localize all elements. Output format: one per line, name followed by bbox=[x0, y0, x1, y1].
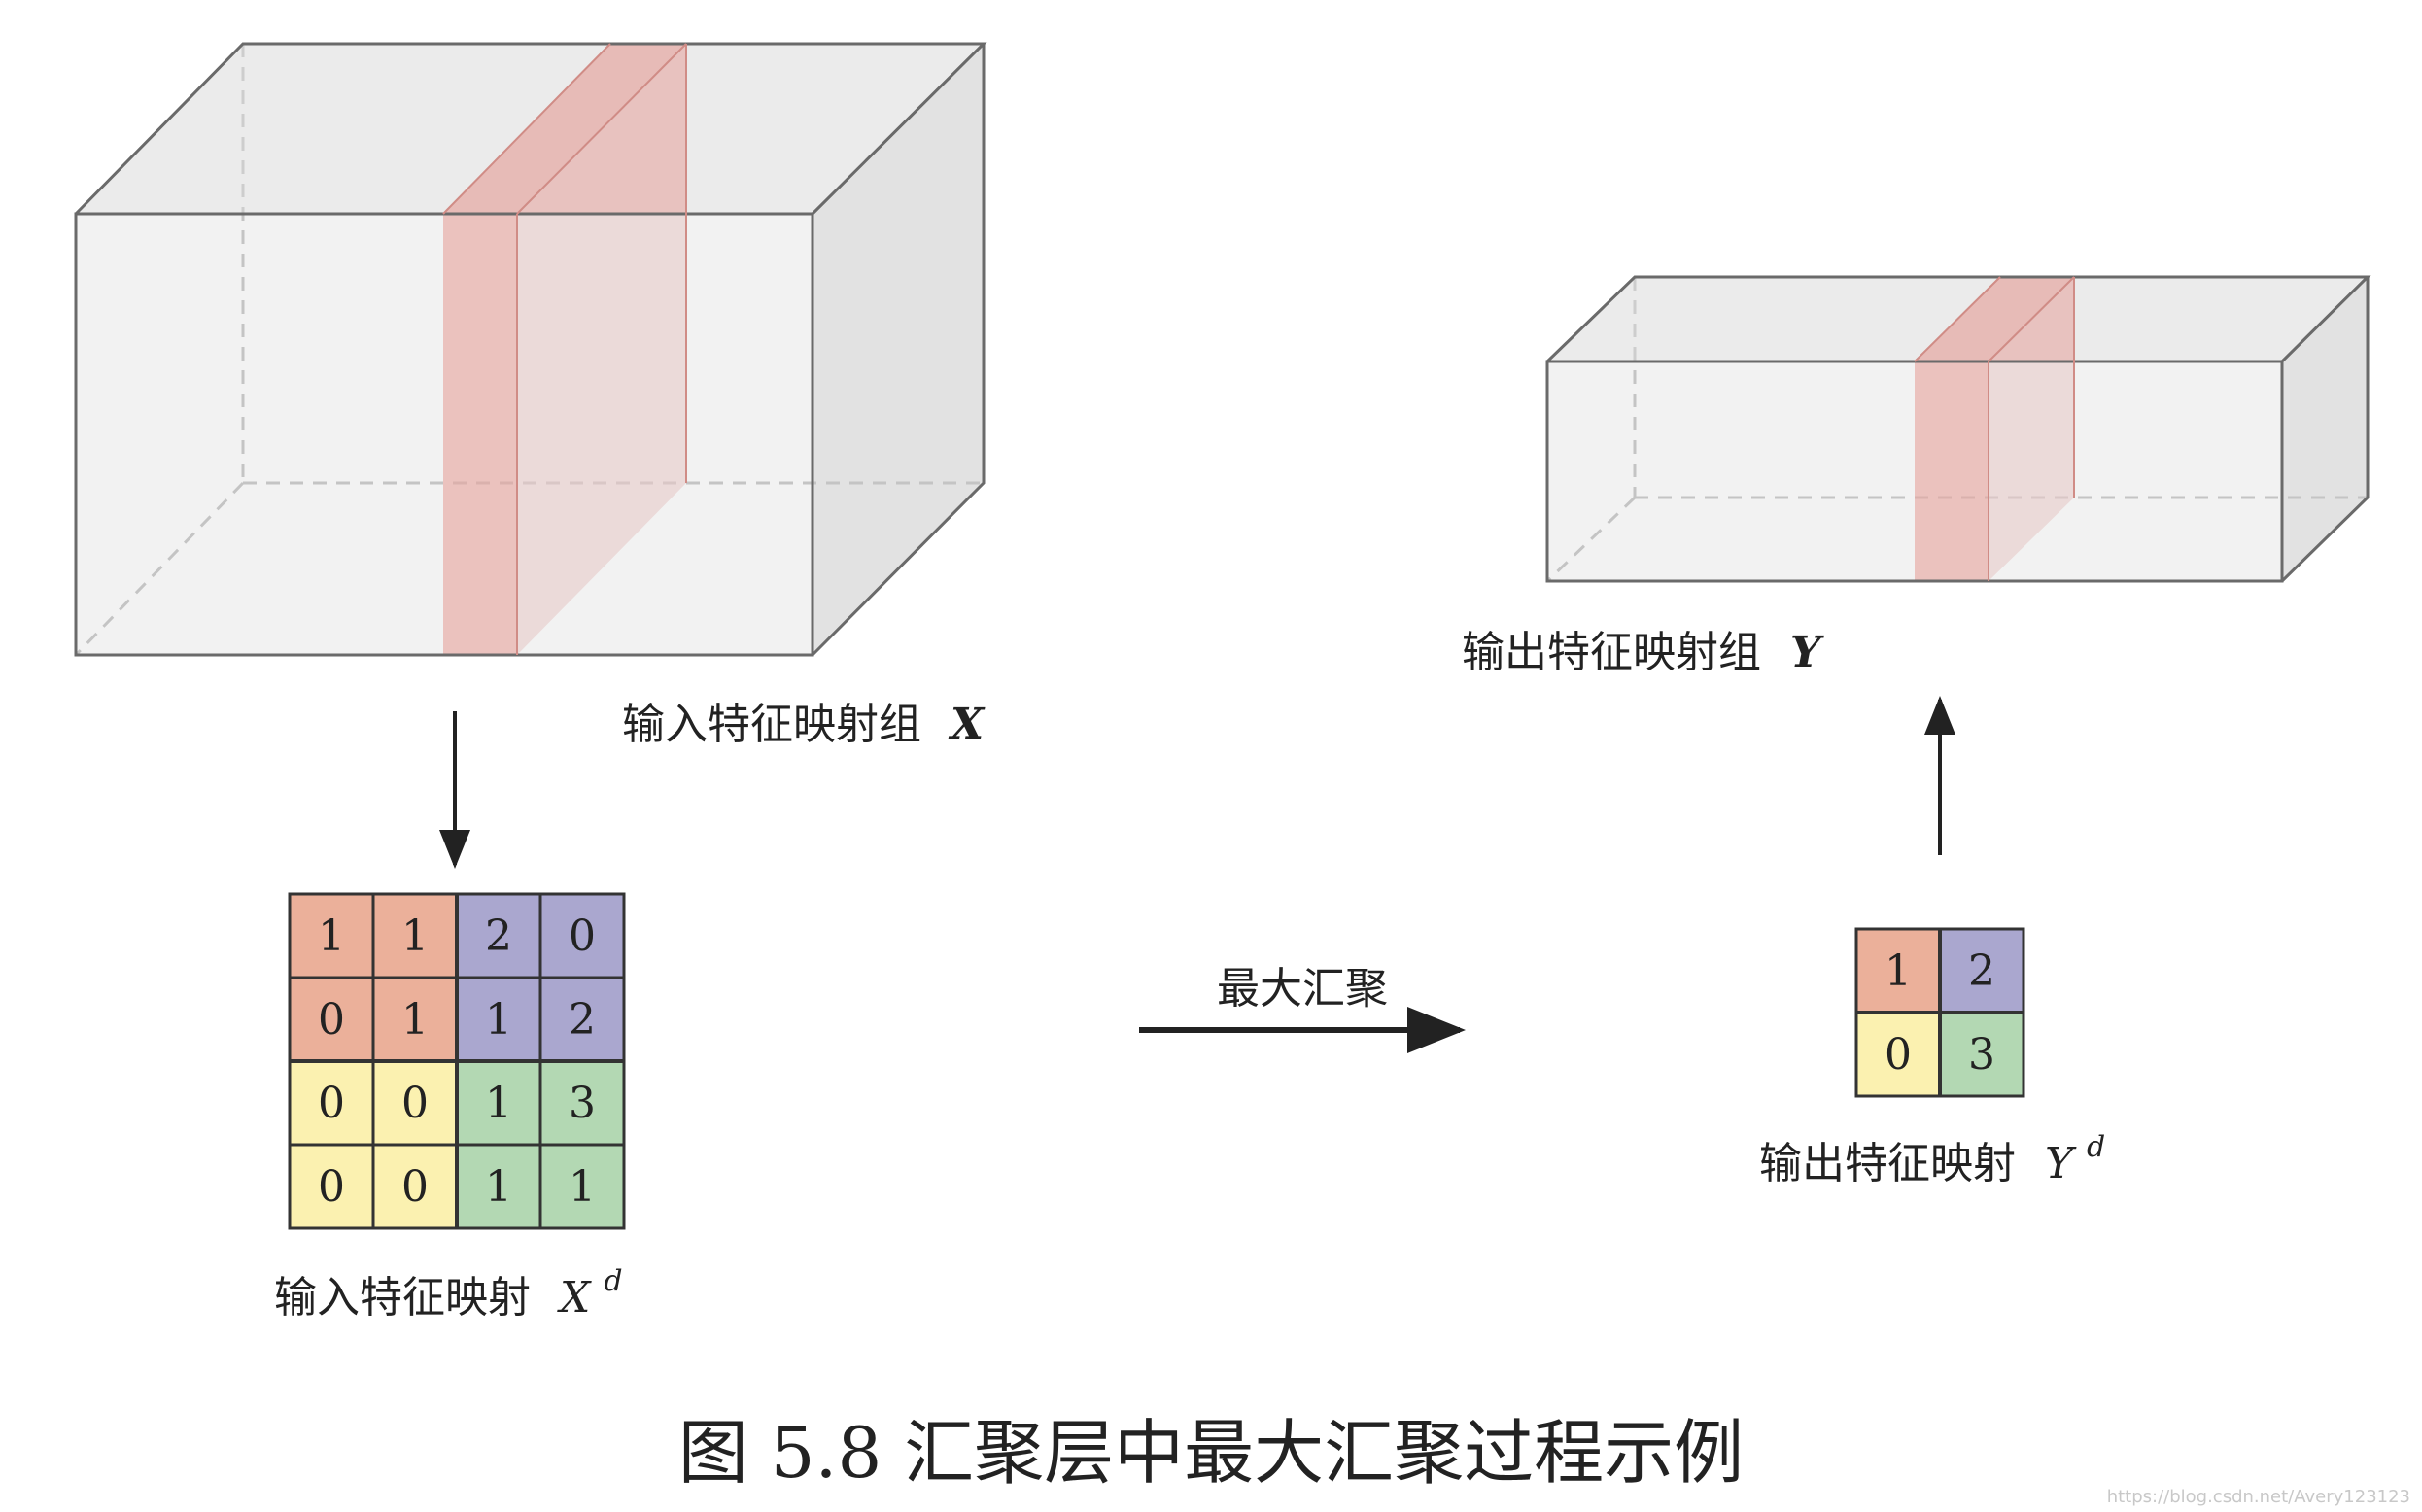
output-slice-edges bbox=[1914, 276, 2075, 581]
output-map-superscript: d bbox=[2087, 1130, 2105, 1164]
input-group-symbol: X bbox=[948, 700, 986, 749]
input-map-cell-value: 1 bbox=[485, 995, 512, 1045]
output-slice-front bbox=[1915, 361, 1989, 581]
input-map-cell-value: 1 bbox=[401, 911, 429, 961]
output-map-cell-value: 0 bbox=[1885, 1030, 1912, 1080]
output-feature-map-group-box bbox=[1545, 275, 2371, 583]
input-map-cell bbox=[538, 1143, 626, 1230]
output-map-cell-value: 1 bbox=[1885, 946, 1912, 996]
input-feature-map-grid: 1 1 2 0 0 1 1 2 0 0 1 3 0 0 1 1 bbox=[288, 892, 626, 1230]
input-box-right-face bbox=[813, 44, 984, 655]
input-slice-top bbox=[443, 44, 686, 214]
output-slice-top bbox=[1915, 277, 2074, 361]
input-map-cell-value: 0 bbox=[401, 1079, 429, 1128]
input-map-cell-value: 1 bbox=[485, 1162, 512, 1212]
output-map-cell bbox=[1854, 1011, 1942, 1098]
output-map-cell bbox=[1854, 927, 1942, 1014]
input-map-cell-value: 0 bbox=[318, 995, 345, 1045]
input-slice-edges bbox=[442, 43, 687, 655]
watermark: https://blog.csdn.net/Avery123123 bbox=[2107, 1487, 2410, 1507]
output-map-label: 输出特征映射 Y d bbox=[1759, 1130, 2105, 1188]
input-map-cell-value: 0 bbox=[569, 911, 596, 961]
input-map-label: 输入特征映射 X d bbox=[274, 1264, 623, 1323]
output-map-symbol: Y bbox=[2045, 1139, 2077, 1188]
input-feature-map-group-box bbox=[74, 42, 987, 657]
input-group-label: 输入特征映射组 X bbox=[622, 700, 986, 749]
input-map-cell-value: 1 bbox=[485, 1079, 512, 1128]
input-map-cell bbox=[371, 892, 459, 979]
output-map-cell-value: 3 bbox=[1968, 1030, 1995, 1080]
input-map-cell bbox=[455, 1059, 542, 1147]
input-map-cell-value: 2 bbox=[569, 995, 596, 1045]
input-map-cell-value: 0 bbox=[401, 1162, 429, 1212]
output-map-cell-value: 2 bbox=[1968, 946, 1995, 996]
input-map-superscript: d bbox=[604, 1264, 622, 1298]
input-map-cell-value: 1 bbox=[318, 911, 345, 961]
input-map-cell-value: 3 bbox=[569, 1079, 596, 1128]
output-map-cell bbox=[1938, 927, 2025, 1014]
input-map-symbol: X bbox=[557, 1273, 592, 1323]
input-map-cell-value: 0 bbox=[318, 1079, 345, 1128]
output-group-label: 输出特征映射组 Y bbox=[1462, 628, 1824, 677]
input-map-cell-value: 2 bbox=[485, 911, 512, 961]
figure-caption: 图 5.8 汇聚层中最大汇聚过程示例 bbox=[678, 1412, 1744, 1494]
operation-label: 最大汇聚 bbox=[1217, 964, 1388, 1014]
output-feature-map-grid: 1 2 0 3 bbox=[1854, 927, 2025, 1098]
input-map-cell bbox=[371, 1059, 459, 1147]
input-slice-front bbox=[443, 214, 517, 655]
input-map-cell-value: 1 bbox=[401, 995, 429, 1045]
output-group-symbol: Y bbox=[1790, 628, 1824, 677]
input-map-cell-value: 0 bbox=[318, 1162, 345, 1212]
input-map-cell-value: 1 bbox=[569, 1162, 596, 1212]
output-box-right-face bbox=[2282, 277, 2368, 581]
input-map-cell bbox=[288, 1143, 375, 1230]
input-map-cell bbox=[455, 892, 542, 979]
